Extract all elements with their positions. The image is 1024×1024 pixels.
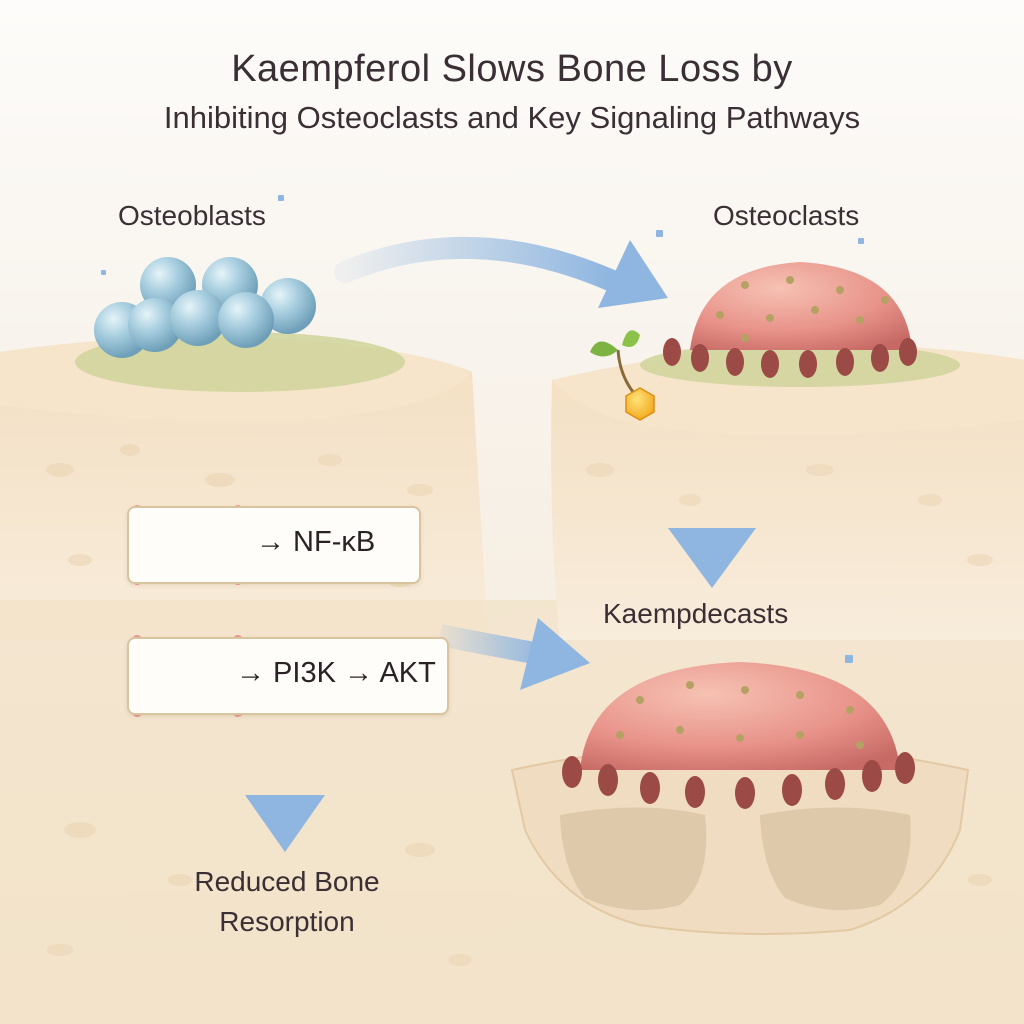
outcome-line-2: Resorption [219, 906, 355, 937]
pathway-label-nfkb: → NF-κB [256, 526, 376, 558]
pathway-box-nfkb [127, 506, 421, 584]
pathway-box-pi3k-akt [127, 637, 449, 715]
arrow-to-reduced-resorption [245, 735, 325, 852]
osteoclast-top [640, 262, 960, 387]
label-kaempdecasts: Kaempdecasts [603, 598, 789, 629]
outcome-line-1: Reduced Bone [194, 866, 380, 897]
osteoclast-bottom [562, 662, 915, 809]
arrow-osteoblasts-to-osteoclasts [334, 236, 668, 308]
title-line-2: Inhibiting Osteoclasts and Key Signaling… [163, 100, 861, 135]
pathway-label-pi3k-akt: → PI3K → AKT [236, 657, 436, 689]
label-osteoclasts: Osteoclasts [713, 200, 860, 231]
title-line-1: Kaempferol Slows Bone Loss by [231, 48, 793, 90]
resorption-pits [510, 744, 970, 935]
arrow-pathway-to-osteoclast [437, 618, 590, 690]
sparkle-dots [101, 195, 864, 663]
kaempferol-leaf-icon [590, 330, 655, 421]
arrow-osteoclasts-to-kaempdecasts [668, 405, 756, 588]
bone-block-right [551, 345, 1024, 640]
label-osteoblasts: Osteoblasts [118, 200, 266, 231]
osteoblast-cluster [75, 257, 405, 392]
